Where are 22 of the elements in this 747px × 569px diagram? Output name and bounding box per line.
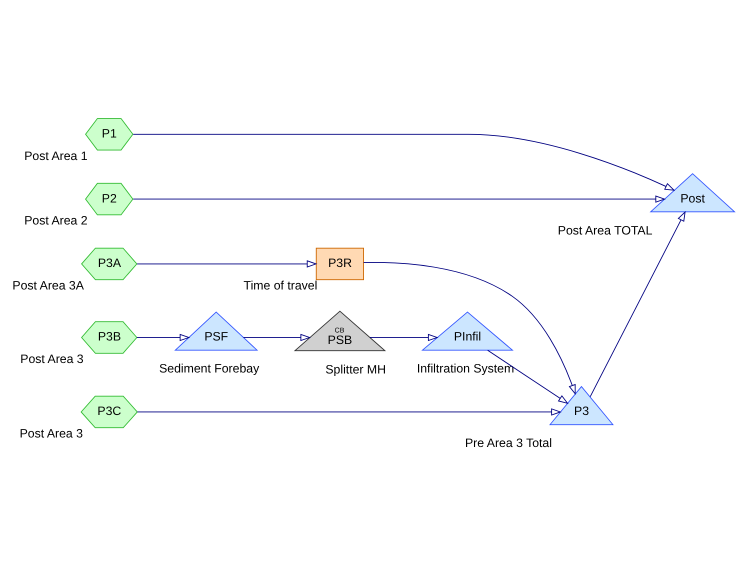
node-label: Infiltration System — [416, 362, 514, 376]
arrow — [136, 408, 562, 416]
node-label: Pre Area 3 Total — [465, 436, 552, 450]
arrow — [363, 262, 576, 396]
node-label: Post Area 2 — [24, 214, 88, 228]
node-box: P3R — [316, 248, 364, 280]
node-label: Post Area 1 — [24, 148, 88, 163]
arrow — [132, 195, 666, 203]
node-label: Splitter MH — [325, 362, 386, 377]
node-label: Post Area TOTAL — [558, 223, 652, 238]
node-label: Time of travel — [244, 278, 318, 292]
arrow — [136, 334, 190, 342]
arrow — [487, 350, 569, 404]
node-label: Post Area 3 — [20, 352, 84, 366]
node-label: Post Area 3A — [12, 278, 84, 292]
node-label: Sediment Forebay — [159, 362, 260, 376]
arrow — [132, 134, 676, 191]
arrow — [590, 210, 686, 398]
arrow — [370, 334, 438, 342]
node-label: Post Area 3 — [20, 426, 83, 441]
arrow — [136, 260, 318, 268]
arrow — [243, 334, 311, 342]
